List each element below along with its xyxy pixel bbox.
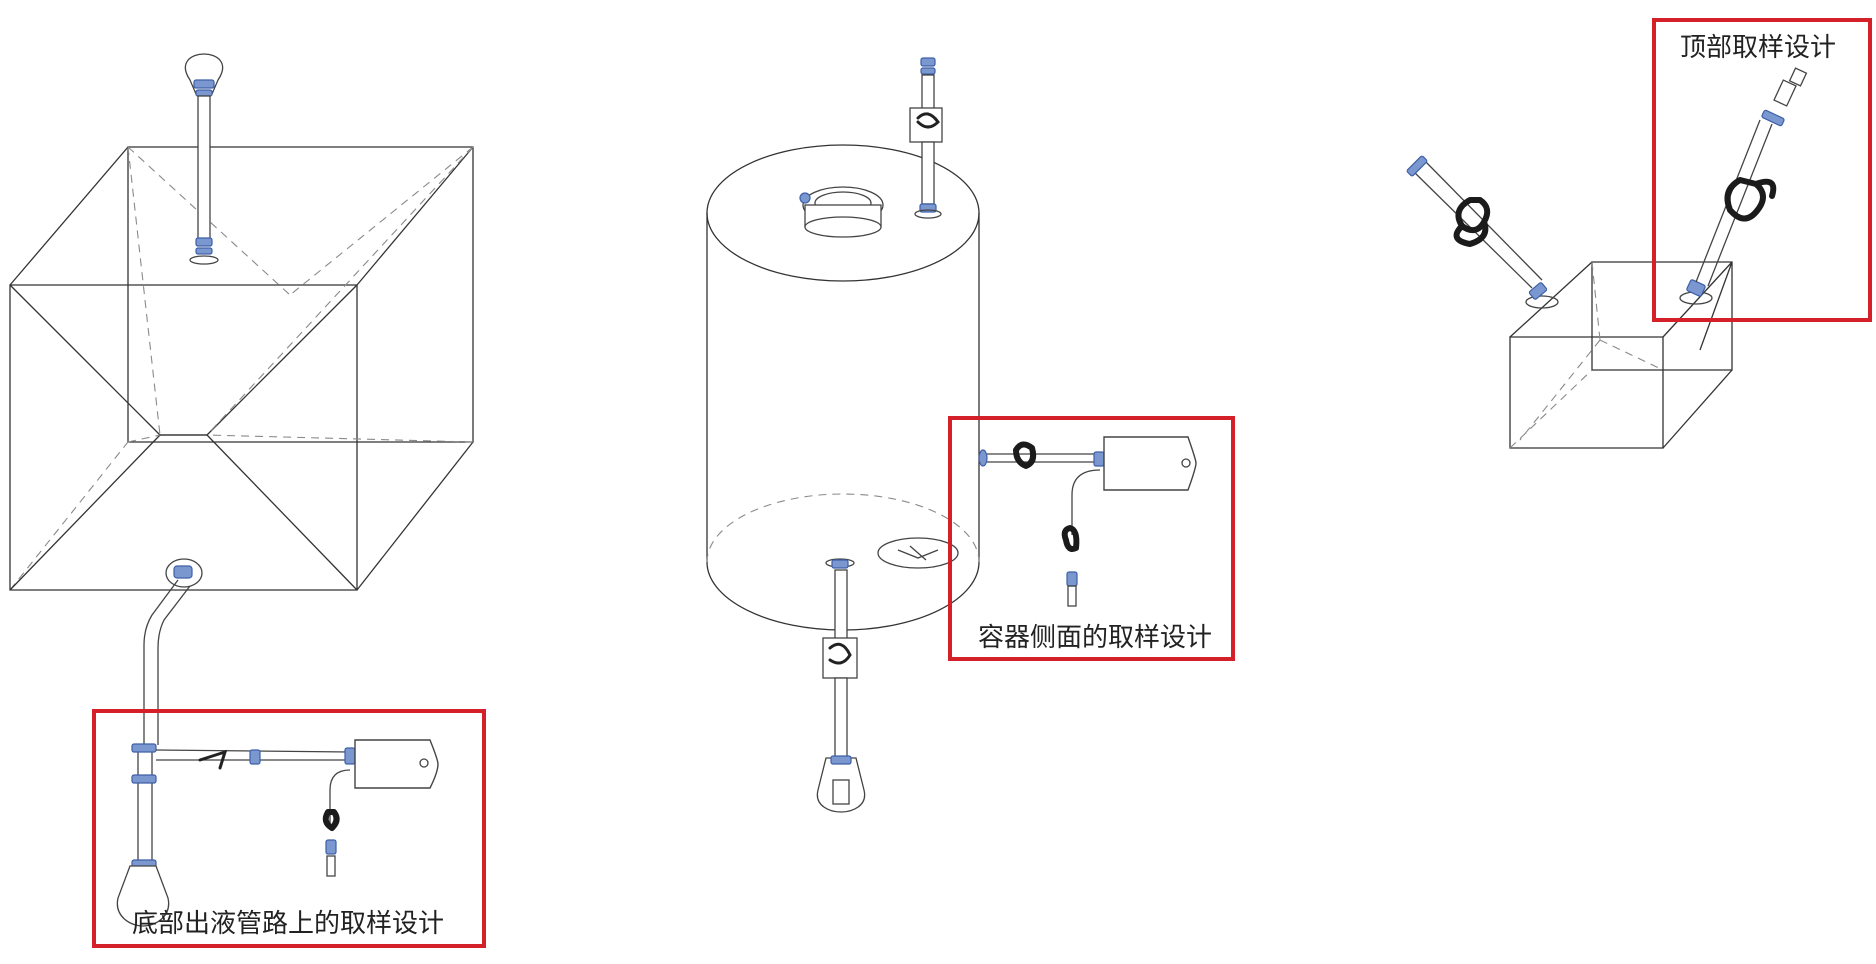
callout-top: 顶部取样设计 [1652,18,1872,322]
callout-side: 容器侧面的取样设计 [948,416,1235,661]
small-cube-container [1509,261,1733,449]
callout-bottom: 底部出液管路上的取样设计 [92,709,486,948]
side-sampling-assembly [978,436,1197,607]
top-sampling-assembly [1679,67,1808,305]
small-cube-left-port [1406,155,1559,309]
callout-side-box [948,416,1235,661]
cylinder-container [706,144,980,631]
callout-side-label: 容器侧面的取样设计 [978,623,1212,653]
callout-top-box [1652,18,1872,322]
callout-top-label: 顶部取样设计 [1680,33,1836,63]
callout-bottom-box [92,709,486,948]
cube-bottom-outlet-line [116,558,356,927]
left-sampling-bag [322,739,439,877]
cylinder-bottom-outlet [816,558,866,813]
callout-bottom-label: 底部出液管路上的取样设计 [132,909,444,939]
cube-top-port [184,53,224,265]
small-cube-front-face [1509,336,1664,449]
cylinder-top-port [909,57,943,219]
cube-back-face [127,146,474,443]
cube-container [9,146,474,591]
